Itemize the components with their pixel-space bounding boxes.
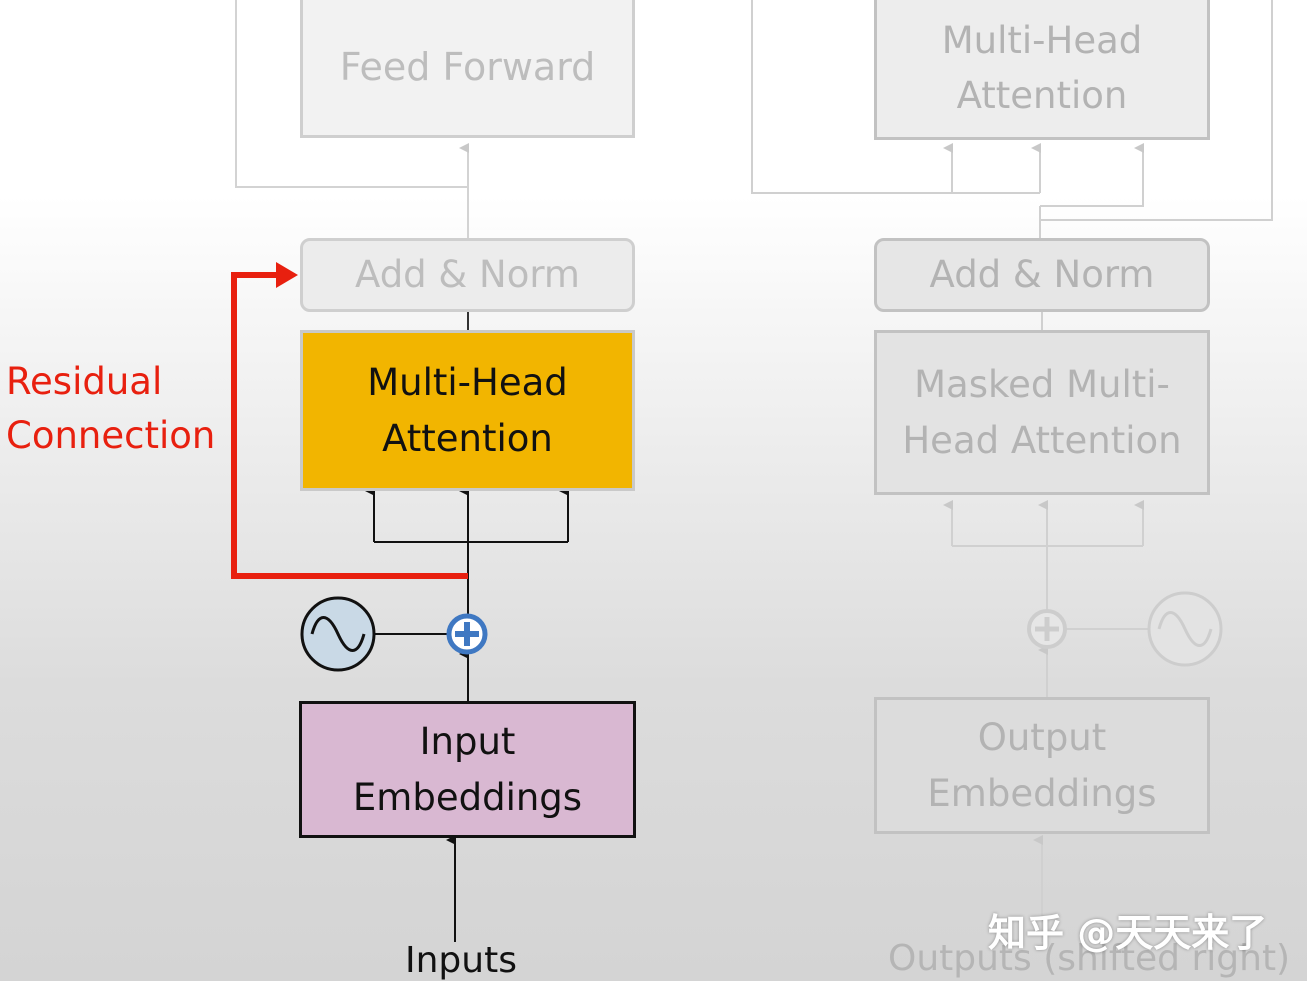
encoder-faded-lines [235, 0, 469, 238]
decoder-masked-line2: Head Attention [902, 418, 1182, 462]
inputs-label: Inputs [405, 940, 517, 981]
watermark-text: 知乎 @天天来了 [988, 911, 1268, 955]
decoder-mha-line2: Attention [956, 74, 1128, 117]
input-embeddings-line2: Embeddings [352, 775, 583, 819]
output-embeddings-line1: Output [977, 716, 1107, 759]
encoder-multi-head-attention-box: Multi-Head Attention [300, 330, 635, 491]
input-embeddings-box: Input Embeddings [299, 701, 636, 838]
encoder-add-icon [446, 613, 488, 655]
decoder-multi-head-attention-box: Multi-Head Attention [874, 0, 1210, 140]
decoder-mha-line1: Multi-Head [941, 18, 1143, 62]
encoder-positional-encoding-icon [300, 596, 376, 672]
input-embeddings-line1: Input [419, 720, 516, 763]
decoder-positional-encoding-icon [1147, 591, 1223, 667]
decoder-masked-attention-box: Masked Multi- Head Attention [874, 330, 1210, 495]
residual-label-line2: Connection [6, 414, 216, 458]
residual-label-line1: Residual [6, 360, 163, 403]
encoder-feed-forward-box: Feed Forward [300, 0, 635, 138]
encoder-add-norm-box: Add & Norm [300, 238, 635, 312]
decoder-add-norm-label: Add & Norm [929, 253, 1155, 297]
decoder-faded-lines [751, 0, 1273, 942]
encoder-active-lines [365, 486, 569, 942]
output-embeddings-line2: Embeddings [927, 771, 1157, 815]
outputs-shifted-label: Outputs (shifted right) [888, 938, 1291, 979]
encoder-feed-forward-label: Feed Forward [339, 44, 596, 89]
decoder-masked-line1: Masked Multi- [914, 363, 1170, 406]
decoder-add-icon [1027, 609, 1067, 649]
encoder-mha-line2: Attention [382, 416, 553, 460]
encoder-add-norm-label: Add & Norm [355, 253, 580, 297]
encoder-mha-line1: Multi-Head [367, 361, 568, 404]
output-embeddings-box: Output Embeddings [874, 697, 1210, 834]
residual-connection-arrow [231, 262, 468, 579]
residual-connection-label: Residual Connection [6, 355, 215, 464]
decoder-add-norm-box: Add & Norm [874, 238, 1210, 312]
